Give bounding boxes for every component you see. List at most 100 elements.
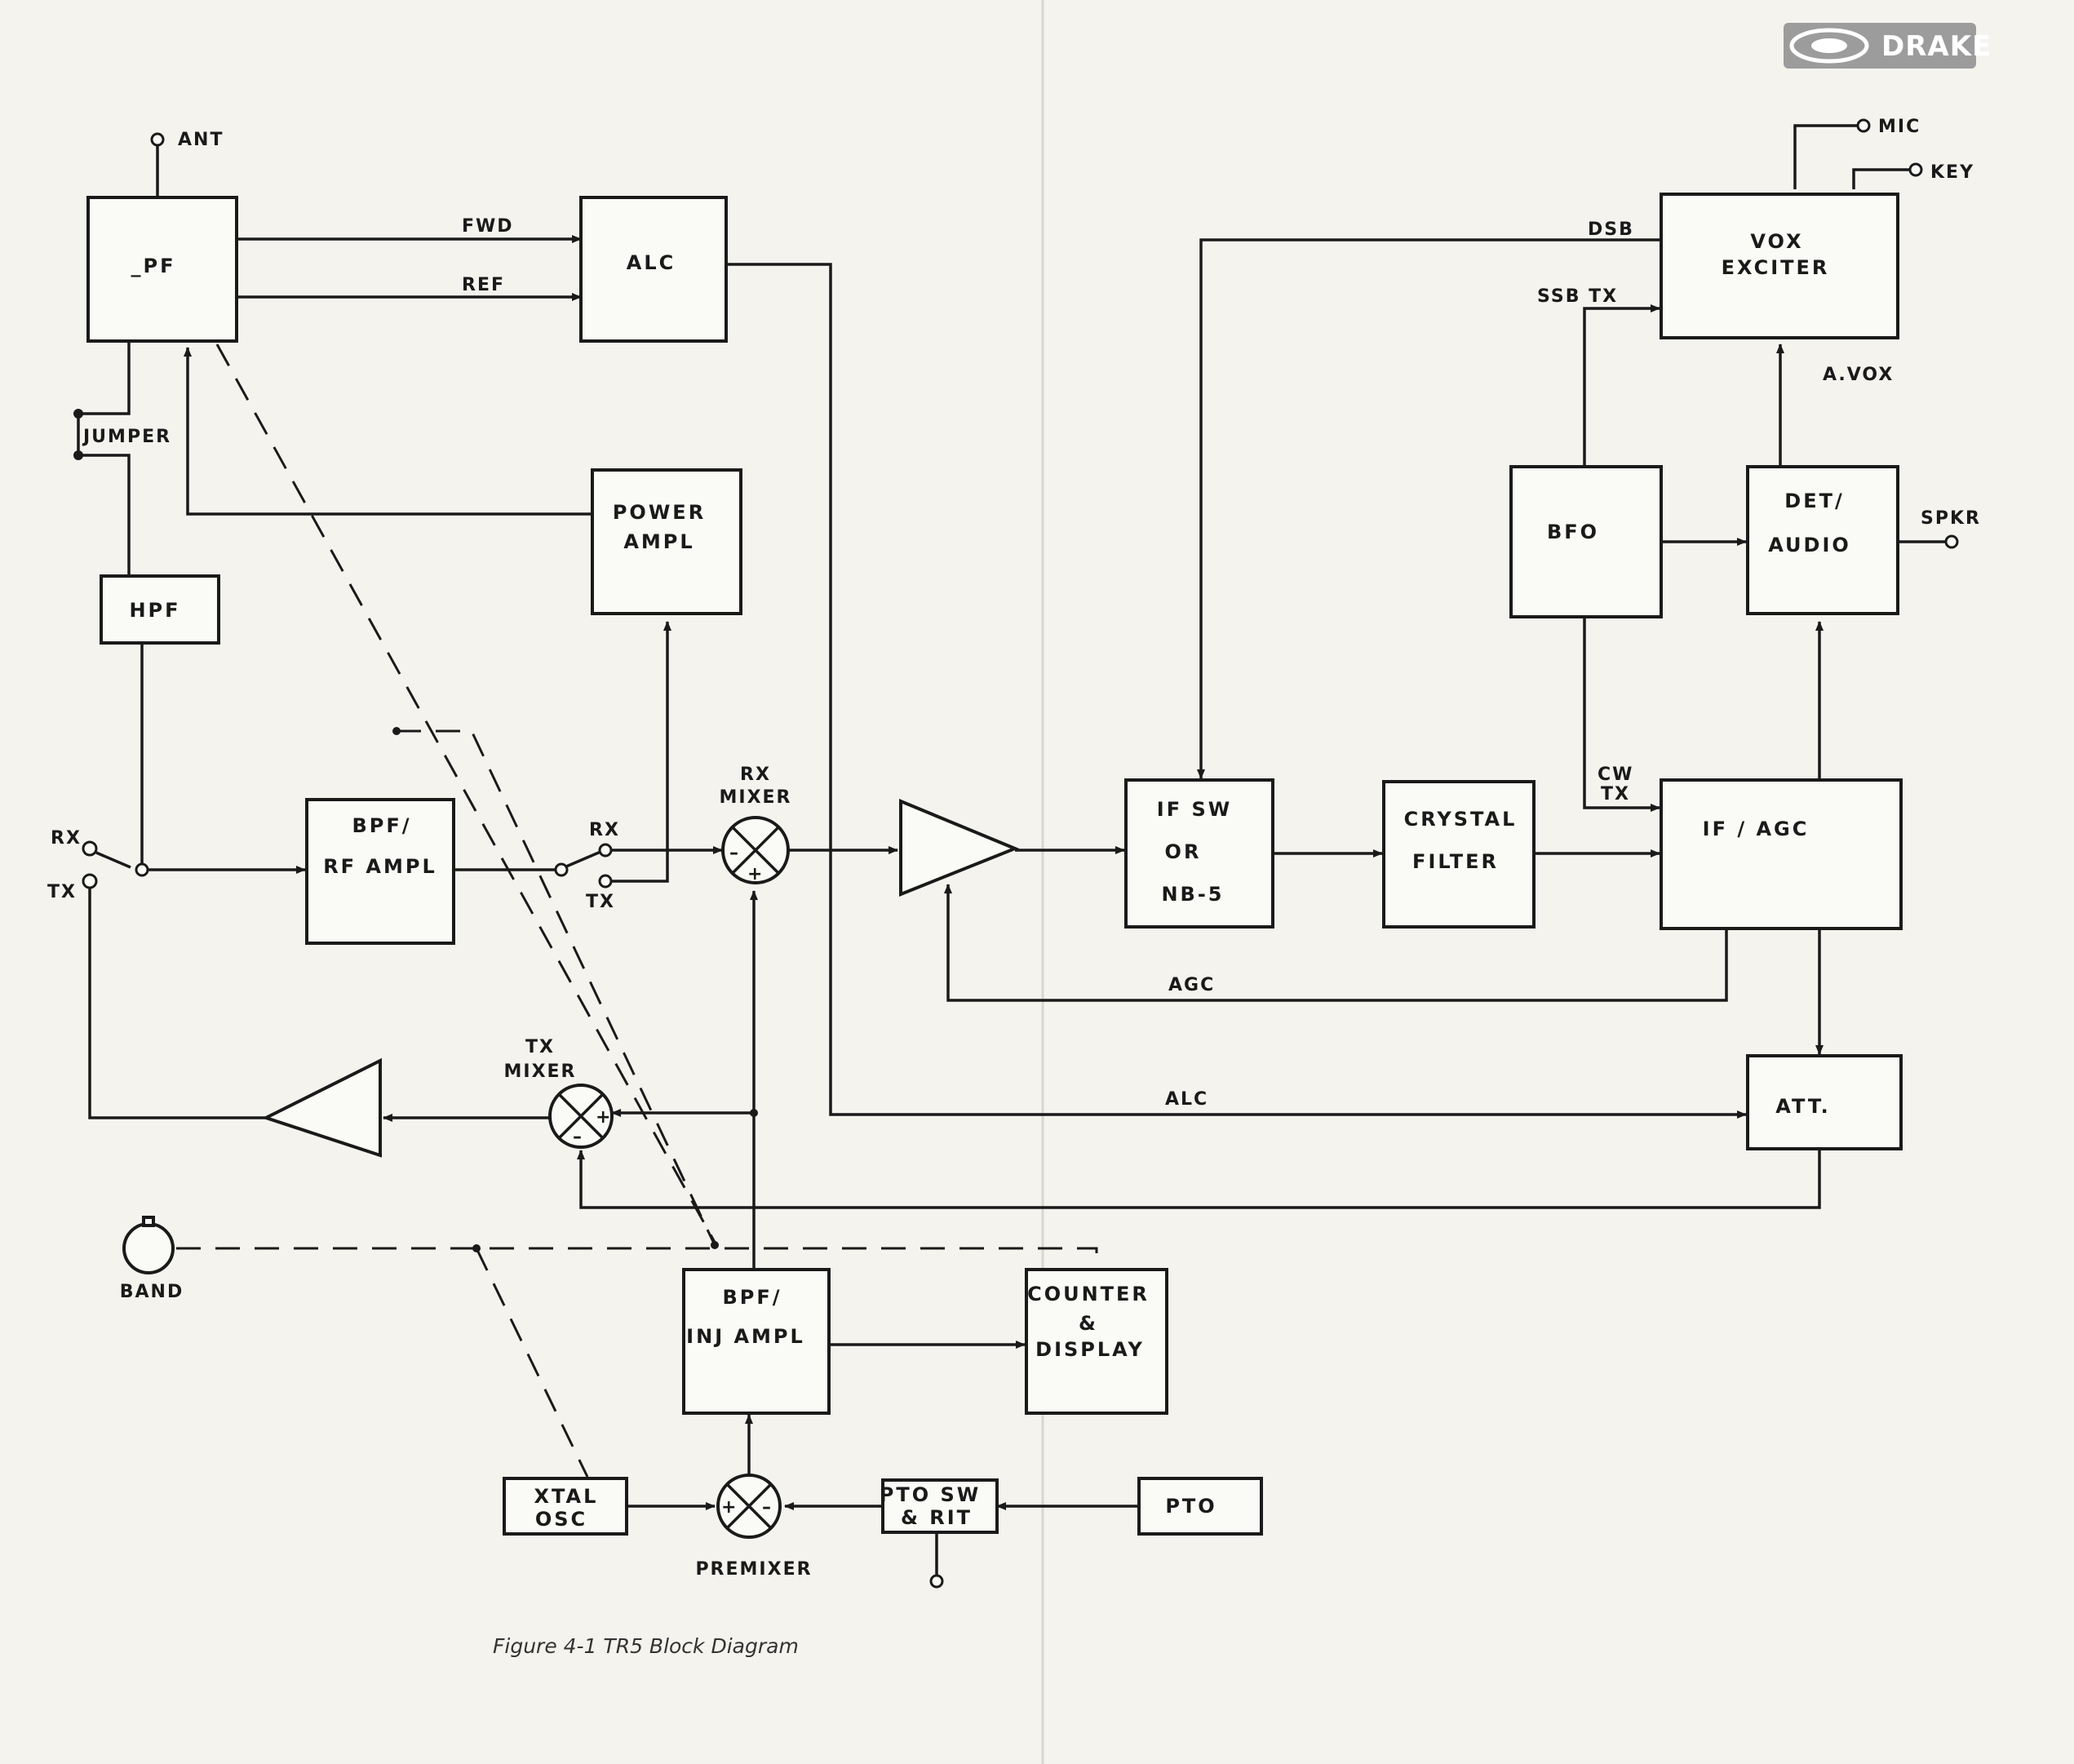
rx-mixer-label-2: MIXER <box>719 787 791 808</box>
gang-dot-1 <box>392 727 401 735</box>
if-sw-block <box>1124 778 1274 929</box>
band-label: BAND <box>120 1282 184 1302</box>
bfo-cw-tx <box>1583 617 1660 812</box>
switch2-rx-terminal <box>598 843 613 858</box>
power-ampl-label-1: POWER <box>613 501 706 524</box>
switch2-to-power-amp <box>611 621 671 883</box>
ant-label: ANT <box>178 130 224 150</box>
gang-link-bpf <box>397 729 716 1246</box>
att-label: ATT. <box>1775 1095 1830 1118</box>
band-gang-line <box>176 1247 1098 1270</box>
crystal-label-2: FILTER <box>1412 850 1499 873</box>
premixer: + – <box>716 1474 782 1539</box>
key-terminal <box>1908 162 1923 177</box>
vox-label-2: EXCITER <box>1722 256 1830 279</box>
fwd-label: FWD <box>462 216 514 237</box>
premixer-minus: – <box>762 1497 771 1518</box>
premixer-label: PREMIXER <box>695 1559 812 1580</box>
gang-link-xtal <box>475 1248 589 1478</box>
counter-label-1: COUNTER <box>1027 1283 1150 1305</box>
cw-label: CW <box>1598 765 1633 785</box>
drake-logo-text: DRAKE <box>1881 30 1992 63</box>
bpf-inj-label-1: BPF/ <box>722 1286 782 1309</box>
mic-line <box>1793 124 1857 189</box>
tx-mixer: + – <box>548 1084 614 1149</box>
pto-sw-rit-block <box>881 1478 999 1534</box>
dsb-line <box>1197 238 1661 779</box>
rit-terminal <box>929 1574 944 1589</box>
ant-terminal <box>150 132 165 147</box>
counter-label-3: DISPLAY <box>1035 1338 1145 1361</box>
bpf-inj-label-2: INJ AMPL <box>686 1325 805 1348</box>
tx-mixer-plus: + <box>596 1107 610 1128</box>
jumper-label: JUMPER <box>82 427 171 447</box>
switch-pivot <box>135 862 149 877</box>
if-sw-label-2: OR <box>1165 840 1202 863</box>
tx-switch2-label: TX <box>586 892 615 912</box>
lpf-label: _PF <box>131 255 176 277</box>
bpf-rf-label-1: BPF/ <box>352 814 411 837</box>
alc-block-label: ALC <box>627 251 676 274</box>
tx-amp-to-switch <box>88 888 266 1119</box>
lpf-to-jumper <box>78 341 131 415</box>
rx-tx-switch-blade <box>95 851 131 869</box>
pto-label: PTO <box>1165 1495 1216 1518</box>
key-line <box>1852 168 1909 189</box>
agc-line <box>944 884 1728 1002</box>
if-preamp-triangle <box>899 799 1020 897</box>
tx-switch-label: TX <box>47 882 77 902</box>
agc-label: AGC <box>1168 975 1215 995</box>
switch2-pivot <box>554 862 569 877</box>
vox-exciter-block <box>1660 193 1899 339</box>
pto-block <box>1137 1477 1263 1536</box>
if-sw-label-3: NB-5 <box>1161 883 1224 906</box>
ssb-tx-label: SSB TX <box>1537 286 1618 307</box>
det-audio-label-1: DET/ <box>1784 490 1844 512</box>
vox-label-1: VOX <box>1750 230 1803 253</box>
rx-switch2-label: RX <box>589 820 620 840</box>
tx-mixer-minus: – <box>573 1127 582 1147</box>
bpf-inj-ampl-block <box>682 1268 831 1415</box>
power-ampl-block <box>591 468 742 615</box>
rx-mixer-plus: + <box>747 864 762 884</box>
gang-dot-3 <box>711 1241 719 1249</box>
alc-line <box>726 263 1747 1119</box>
xtal-osc-label-1: XTAL <box>534 1485 599 1508</box>
alc-block <box>579 196 728 343</box>
det-audio-label-2: AUDIO <box>1768 534 1851 556</box>
xtal-osc-label-2: OSC <box>535 1508 587 1531</box>
hpf-block <box>100 574 220 645</box>
jumper-to-hpf <box>78 454 131 576</box>
switch2-tx-terminal <box>598 874 613 889</box>
crystal-label-1: CRYSTAL <box>1404 808 1518 831</box>
cw-tx-label: TX <box>1601 784 1630 804</box>
gang-dot-2 <box>472 1244 481 1252</box>
pto-sw-label-1: PTO SW <box>880 1483 981 1506</box>
det-audio-block <box>1746 465 1899 615</box>
if-sw-label-1: IF SW <box>1157 798 1232 821</box>
rx-mixer-minus: – <box>729 843 738 863</box>
att-block <box>1746 1054 1903 1150</box>
tx-mixer-label-2: MIXER <box>503 1062 576 1082</box>
tx-terminal <box>82 873 98 889</box>
power-ampl-label-2: AMPL <box>623 530 694 553</box>
tx-mixer-label-1: TX <box>525 1037 555 1057</box>
switch2-blade <box>565 850 601 868</box>
bfo-ssb-tx <box>1583 304 1660 467</box>
crystal-filter-block <box>1382 780 1536 929</box>
spkr-terminal <box>1944 534 1959 549</box>
counter-label-2: & <box>1079 1312 1098 1335</box>
mic-terminal <box>1856 118 1871 133</box>
a-vox-label: A.VOX <box>1823 365 1894 385</box>
spkr-label: SPKR <box>1921 508 1981 529</box>
rx-terminal <box>82 840 98 857</box>
alc-line-label: ALC <box>1165 1089 1208 1110</box>
figure-caption: Figure 4-1 TR5 Block Diagram <box>493 1634 799 1658</box>
dsb-label: DSB <box>1588 219 1634 240</box>
if-agc-block <box>1660 778 1903 930</box>
ref-label: REF <box>462 275 505 295</box>
bfo-label: BFO <box>1547 521 1599 543</box>
pa-to-lpf <box>184 347 592 516</box>
hpf-label: HPF <box>129 599 180 622</box>
